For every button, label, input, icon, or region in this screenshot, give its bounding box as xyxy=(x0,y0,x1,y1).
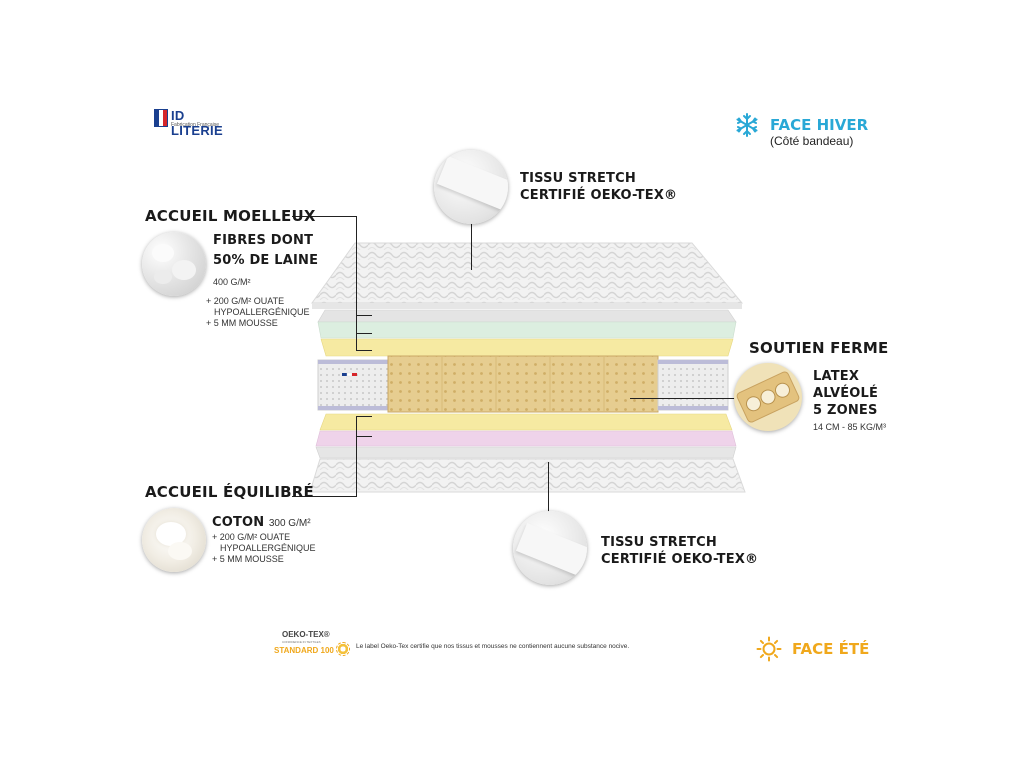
accueil-moelleux-title: ACCUEIL MOELLEUX xyxy=(145,207,316,225)
accueil-equilibre-title: ACCUEIL ÉQUILIBRÉ xyxy=(145,483,314,501)
connector-line xyxy=(292,216,357,217)
top-quilted-cover xyxy=(311,242,744,309)
equilibre-extra3: + 5 MM MOUSSE xyxy=(212,554,284,564)
latex-swatch xyxy=(734,363,802,431)
tissu-top-line1: TISSU STRETCH xyxy=(520,171,636,186)
latex-line2: ALVÉOLÉ xyxy=(813,386,879,401)
connector-line xyxy=(471,212,472,270)
face-ete-title: FACE ÉTÉ xyxy=(792,640,870,658)
oekotex-logo: OEKO-TEX® CONFIDENCE IN TEXTILES STANDAR… xyxy=(272,630,352,658)
connector-line xyxy=(356,333,372,334)
yellow-foam-layer-top xyxy=(320,338,734,357)
cotton-material: COTON xyxy=(212,515,265,530)
tissu-bottom-line2: CERTIFIÉ OEKO-TEX® xyxy=(601,552,759,567)
connector-line xyxy=(356,315,372,316)
fiber-weight: 400 G/M² xyxy=(213,277,251,287)
latex-line3: 5 ZONES xyxy=(813,403,878,418)
oekotex-note: Le label Oeko-Tex certifie que nos tissu… xyxy=(356,643,630,650)
connector-line xyxy=(356,436,372,437)
grey-foam-layer xyxy=(317,309,737,323)
connector-line xyxy=(630,398,738,399)
snowflake-icon xyxy=(734,112,760,138)
fiber-line1: FIBRES DONT xyxy=(213,233,314,248)
wool-swatch xyxy=(142,232,206,296)
moelleux-extra3: + 5 MM MOUSSE xyxy=(206,318,278,328)
yellow-foam-layer-bottom xyxy=(319,413,733,431)
bottom-quilted-cover xyxy=(309,458,746,493)
pink-cotton-layer xyxy=(315,430,737,447)
tissu-bottom-swatch xyxy=(513,511,587,585)
green-wool-layer xyxy=(317,321,737,339)
tissu-top-swatch xyxy=(434,150,508,224)
cotton-weight: 300 G/M² xyxy=(268,518,311,529)
brand-logo: ID LITERIE Fabrication Française xyxy=(154,108,234,138)
latex-spec: 14 CM - 85 KG/M³ xyxy=(813,422,887,432)
equilibre-extra2: HYPOALLERGÉNIQUE xyxy=(220,543,316,553)
oekotex-badge-icon xyxy=(336,642,350,656)
connector-line xyxy=(356,350,372,351)
soutien-ferme-title: SOUTIEN FERME xyxy=(749,339,889,357)
connector-line xyxy=(292,496,357,497)
connector-line xyxy=(356,216,357,350)
latex-line1: LATEX xyxy=(813,369,860,384)
face-hiver-title: FACE HIVER xyxy=(770,116,869,134)
flag-icon xyxy=(154,109,168,127)
oekotex-brand: OEKO-TEX® xyxy=(282,630,330,639)
brand-name: ID LITERIE xyxy=(171,108,223,138)
oekotex-sub: CONFIDENCE IN TEXTILES xyxy=(282,640,321,644)
connector-line xyxy=(356,416,372,417)
brand-tagline: Fabrication Française xyxy=(171,122,220,128)
sun-icon xyxy=(756,636,782,662)
face-hiver-subtitle: (Côté bandeau) xyxy=(770,134,854,148)
oekotex-standard: STANDARD 100 xyxy=(274,646,334,655)
fiber-line2: 50% DE LAINE xyxy=(213,253,319,268)
cotton-swatch xyxy=(142,508,206,572)
cotton-label: COTON 300 G/M² xyxy=(212,513,311,531)
equilibre-extra1: + 200 G/M² OUATE xyxy=(212,532,291,542)
tissu-bottom-line1: TISSU STRETCH xyxy=(601,535,717,550)
connector-line xyxy=(548,462,549,520)
grey-foam-layer-bottom xyxy=(315,446,737,459)
core-block xyxy=(317,355,729,413)
tissu-top-line2: CERTIFIÉ OEKO-TEX® xyxy=(520,188,678,203)
moelleux-extra2: HYPOALLERGÉNIQUE xyxy=(214,307,310,317)
connector-line xyxy=(356,416,357,497)
moelleux-extra1: + 200 G/M² OUATE xyxy=(206,296,285,306)
